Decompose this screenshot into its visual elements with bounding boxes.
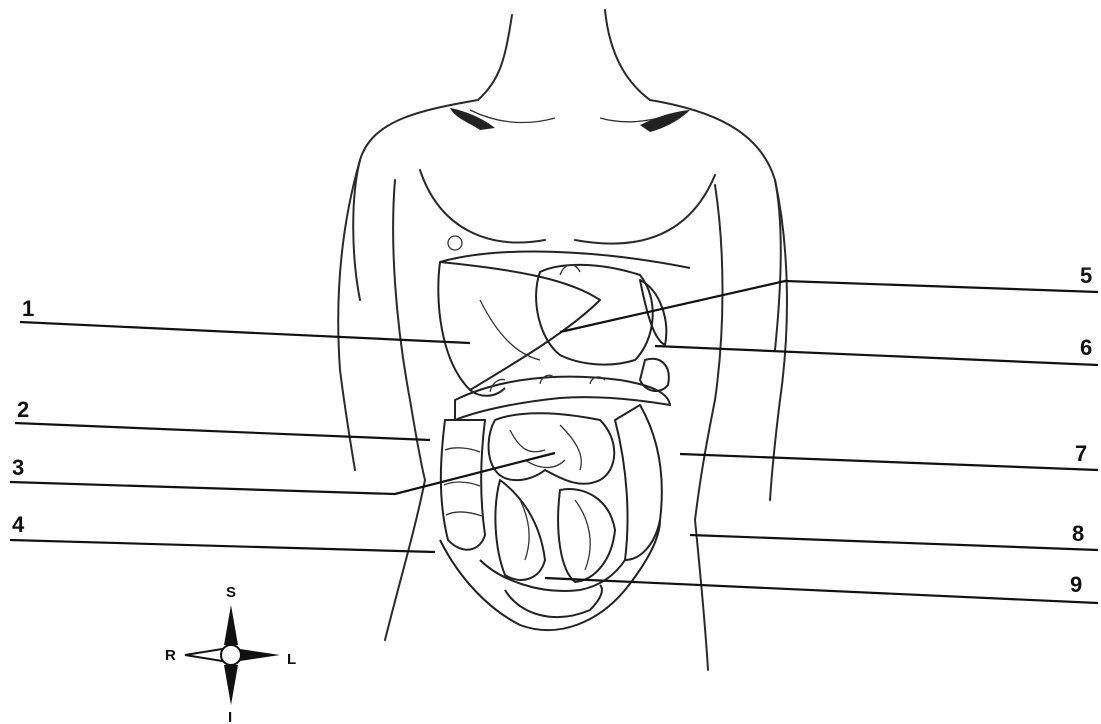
leader-line-4 [10, 540, 435, 552]
label-6: 6 [1080, 335, 1092, 360]
label-5: 5 [1080, 263, 1092, 288]
compass-east-arm [240, 649, 280, 661]
label-9: 9 [1070, 572, 1082, 597]
leader-line-3 [10, 453, 555, 494]
abdominal-organs [438, 252, 690, 631]
leader-line-9 [545, 578, 1098, 603]
label-8: 8 [1072, 521, 1084, 546]
label-1: 1 [22, 296, 34, 321]
compass-center [221, 645, 241, 665]
compass-label-left: R [165, 647, 176, 664]
compass-north-arm [224, 605, 238, 645]
leader-line-6 [655, 346, 1098, 365]
compass-label-right: L [287, 651, 296, 668]
label-2: 2 [17, 397, 29, 422]
leader-line-7 [680, 454, 1098, 470]
descending-colon [615, 405, 662, 560]
label-3: 3 [12, 455, 24, 480]
compass: S I R L [165, 584, 296, 724]
leader-line-8 [690, 535, 1098, 550]
compass-label-bottom: I [228, 709, 232, 724]
leader-line-5 [560, 281, 1098, 332]
compass-south-arm [224, 665, 238, 705]
leader-line-2 [15, 423, 430, 440]
compass-west-arm [185, 649, 222, 661]
label-4: 4 [12, 512, 25, 537]
liver [438, 262, 600, 390]
leader-lines [10, 281, 1098, 603]
leader-line-1 [20, 322, 470, 343]
label-7: 7 [1075, 441, 1087, 466]
small-intestine [489, 413, 615, 484]
compass-label-top: S [226, 584, 236, 601]
